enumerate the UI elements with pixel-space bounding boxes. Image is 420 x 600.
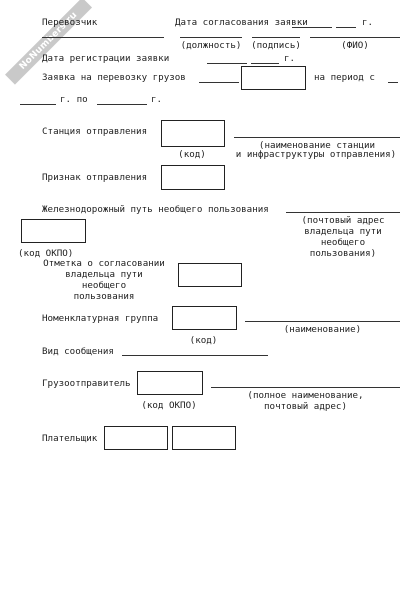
registration-month-field[interactable] [251,63,279,64]
railway-address-caption-4: пользования) [309,248,377,259]
agreement-year-suffix: г. [362,17,374,28]
railway-address-caption-1: (почтовый адрес [301,215,385,226]
owner-approval-box[interactable] [178,263,242,287]
signature-field[interactable] [252,37,300,38]
departure-station-label: Станция отправления [42,126,148,137]
registration-day-field[interactable] [207,63,247,64]
position-caption: (должность) [180,40,242,51]
owner-approval-label-1: Отметка о согласовании [43,258,165,269]
carrier-label: Перевозчик [42,17,98,28]
payer-label: Плательщик [42,433,98,444]
departure-sign-box[interactable] [161,165,225,190]
message-type-label: Вид сообщения [42,346,114,357]
shipper-name-field[interactable] [211,387,400,388]
shipper-okpo-box[interactable] [137,371,203,395]
name-caption: (ФИО) [341,40,369,51]
owner-approval-label-4: пользования [73,291,135,302]
railway-address-caption-3: необщего [320,237,366,248]
period-from-year-field[interactable] [20,104,56,105]
station-name-field[interactable] [234,137,400,138]
payer-box-1[interactable] [104,426,168,450]
position-field[interactable] [180,37,242,38]
shipper-name-caption-2: почтовый адрес) [264,401,347,412]
nomenclature-name-field[interactable] [245,321,400,322]
request-label: Заявка на перевозку грузов [42,72,186,83]
departure-sign-label: Признак отправления [42,172,148,183]
agreement-month-field[interactable] [336,27,356,28]
railway-address-field[interactable] [286,212,400,213]
station-code-box[interactable] [161,120,225,147]
fullname-field[interactable] [310,37,400,38]
period-to-year-suffix: г. [151,94,163,105]
owner-approval-label-3: необщего [81,280,127,291]
agreement-date-label: Дата согласования заявки [175,17,308,28]
payer-box-2[interactable] [172,426,236,450]
shipper-name-caption-1: (полное наименование, [247,390,364,401]
period-from-day-field[interactable] [388,82,398,83]
request-code-box[interactable] [241,66,306,90]
signature-caption: (подпись) [251,40,301,51]
nomenclature-name-caption: (наименование) [283,324,362,335]
railway-okpo-caption: (код ОКПО) [18,248,74,259]
railway-address-caption-2: владельца пути [304,226,382,237]
station-name-caption-2: и инфраструктуры отправления) [235,149,397,160]
station-name-caption-1: (наименование станции [258,140,376,151]
shipper-okpo-caption: (код ОКПО) [141,400,197,411]
railway-label: Железнодорожный путь необщего пользовани… [42,204,269,215]
period-to-label: г. по [60,94,88,105]
owner-approval-label-2: владельца пути [65,269,143,280]
nomenclature-code-box[interactable] [172,306,237,330]
agreement-day-field[interactable] [292,27,332,28]
nomenclature-code-caption: (код) [189,335,218,346]
registration-year-suffix: г. [284,53,296,64]
message-type-field[interactable] [122,355,268,356]
station-code-caption: (код) [178,149,206,160]
period-to-field[interactable] [97,104,147,105]
nomenclature-label: Номенклатурная группа [42,313,159,324]
shipper-label: Грузоотправитель [42,378,131,389]
period-from-label: на период с [314,72,375,83]
railway-okpo-box[interactable] [21,219,86,243]
carrier-field[interactable] [42,37,164,38]
registration-date-label: Дата регистрации заявки [42,53,170,64]
request-number-field[interactable] [199,82,239,83]
